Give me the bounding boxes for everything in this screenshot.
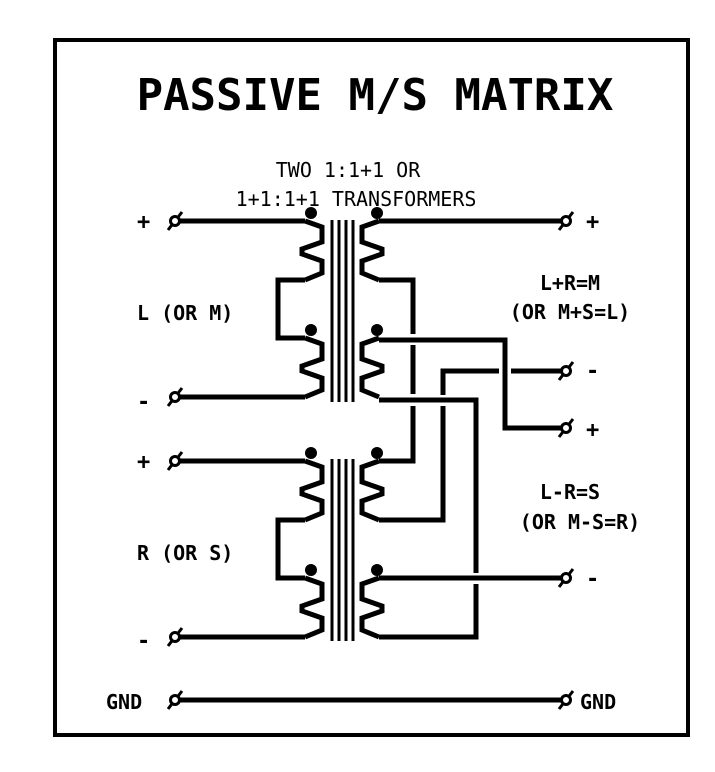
polarity-dot	[371, 564, 383, 576]
output-minus-label-1: -	[586, 359, 599, 384]
primary-coil	[299, 218, 325, 283]
output-top-plus-label: +	[586, 210, 599, 235]
secondary-coil	[359, 335, 385, 400]
polarity-dot	[305, 564, 317, 576]
polarity-dot	[305, 207, 317, 219]
primary-coil	[299, 575, 325, 640]
diff-label-line2: (OR M-S=R)	[520, 510, 640, 534]
polarity-dot	[371, 207, 383, 219]
sum-label-line2: (OR M+S=L)	[510, 300, 630, 324]
input-terminal	[169, 631, 181, 643]
output-terminal	[560, 365, 572, 377]
input-terminal	[169, 391, 181, 403]
diff-label-line1: L-R=S	[540, 480, 600, 504]
output-sum-plus-wire	[379, 337, 563, 431]
output-gnd-label: GND	[580, 690, 616, 714]
input-terminal	[169, 455, 181, 467]
input-gnd-label: GND	[106, 690, 142, 714]
wire	[379, 277, 416, 334]
input-r-minus-label: -	[137, 629, 150, 654]
transformer-note-line2: 1+1:1+1 TRANSFORMERS	[236, 187, 477, 211]
output-plus-label-2: +	[586, 418, 599, 443]
transformer-note-line1: TWO 1:1+1 OR	[276, 158, 421, 182]
primary-coil	[299, 458, 325, 523]
primary-r-bridge	[275, 517, 305, 581]
components	[166, 207, 575, 710]
output-minus-label-2: -	[586, 567, 599, 592]
wire	[379, 397, 479, 573]
polarity-dot	[305, 447, 317, 459]
input-terminal	[169, 694, 181, 706]
input-l-label: L (OR M)	[137, 301, 233, 325]
polarity-dot	[371, 324, 383, 336]
input-l-plus-label: +	[137, 210, 150, 235]
output-terminal	[560, 694, 572, 706]
wire	[440, 368, 499, 395]
output-terminal	[560, 572, 572, 584]
input-terminal	[169, 215, 181, 227]
polarity-dot	[305, 324, 317, 336]
primary-coil	[299, 335, 325, 400]
secondary-coil	[359, 575, 385, 640]
wire	[379, 406, 416, 464]
wiring	[175, 218, 563, 703]
polarity-dot	[371, 447, 383, 459]
output-terminal	[560, 215, 572, 227]
input-l-minus-label: -	[137, 390, 150, 415]
secondary-coil	[359, 458, 385, 523]
input-r-label: R (OR S)	[137, 541, 233, 565]
input-r-plus-label: +	[137, 450, 150, 475]
wire	[379, 406, 446, 523]
primary-l-bridge	[275, 277, 305, 341]
wire	[379, 584, 479, 640]
diagram-title: PASSIVE M/S MATRIX	[137, 70, 614, 121]
sum-label-line1: L+R=M	[540, 271, 600, 295]
frame-border	[53, 38, 690, 737]
secondary-coil	[359, 218, 385, 283]
output-terminal	[560, 422, 572, 434]
